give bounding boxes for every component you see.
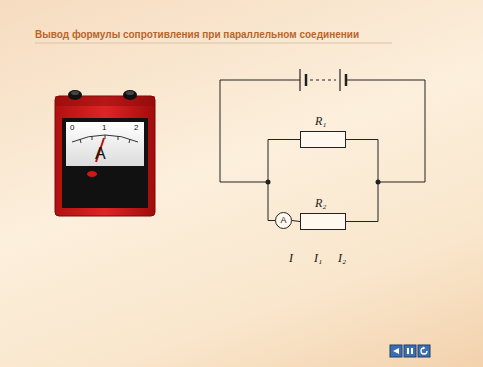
- circuit-wires: [220, 69, 425, 182]
- wire: [292, 221, 300, 222]
- scale-number: 2: [134, 124, 138, 132]
- resistor-label: R₂: [315, 197, 327, 209]
- scale-number: 1: [102, 124, 106, 132]
- current-label: I: [289, 252, 293, 264]
- scale-number: 0: [70, 124, 74, 132]
- wire: [346, 140, 378, 222]
- current-label: I₁: [314, 252, 322, 264]
- title-rule: [35, 43, 392, 44]
- nav-buttons: [390, 345, 430, 357]
- current-label: I₂: [338, 252, 346, 264]
- wire: [268, 140, 300, 221]
- meter-letter: A: [280, 216, 286, 225]
- ammeter-symbol: A: [275, 212, 292, 229]
- resistor-symbol: R₁: [300, 131, 346, 148]
- unit-letter: A: [95, 146, 106, 162]
- ammeter-device: [55, 90, 155, 216]
- slide-title: Вывод формулы сопротивления при параллел…: [35, 30, 359, 40]
- resistor-symbol: R₂: [300, 213, 346, 230]
- resistor-label: R₁: [315, 115, 327, 127]
